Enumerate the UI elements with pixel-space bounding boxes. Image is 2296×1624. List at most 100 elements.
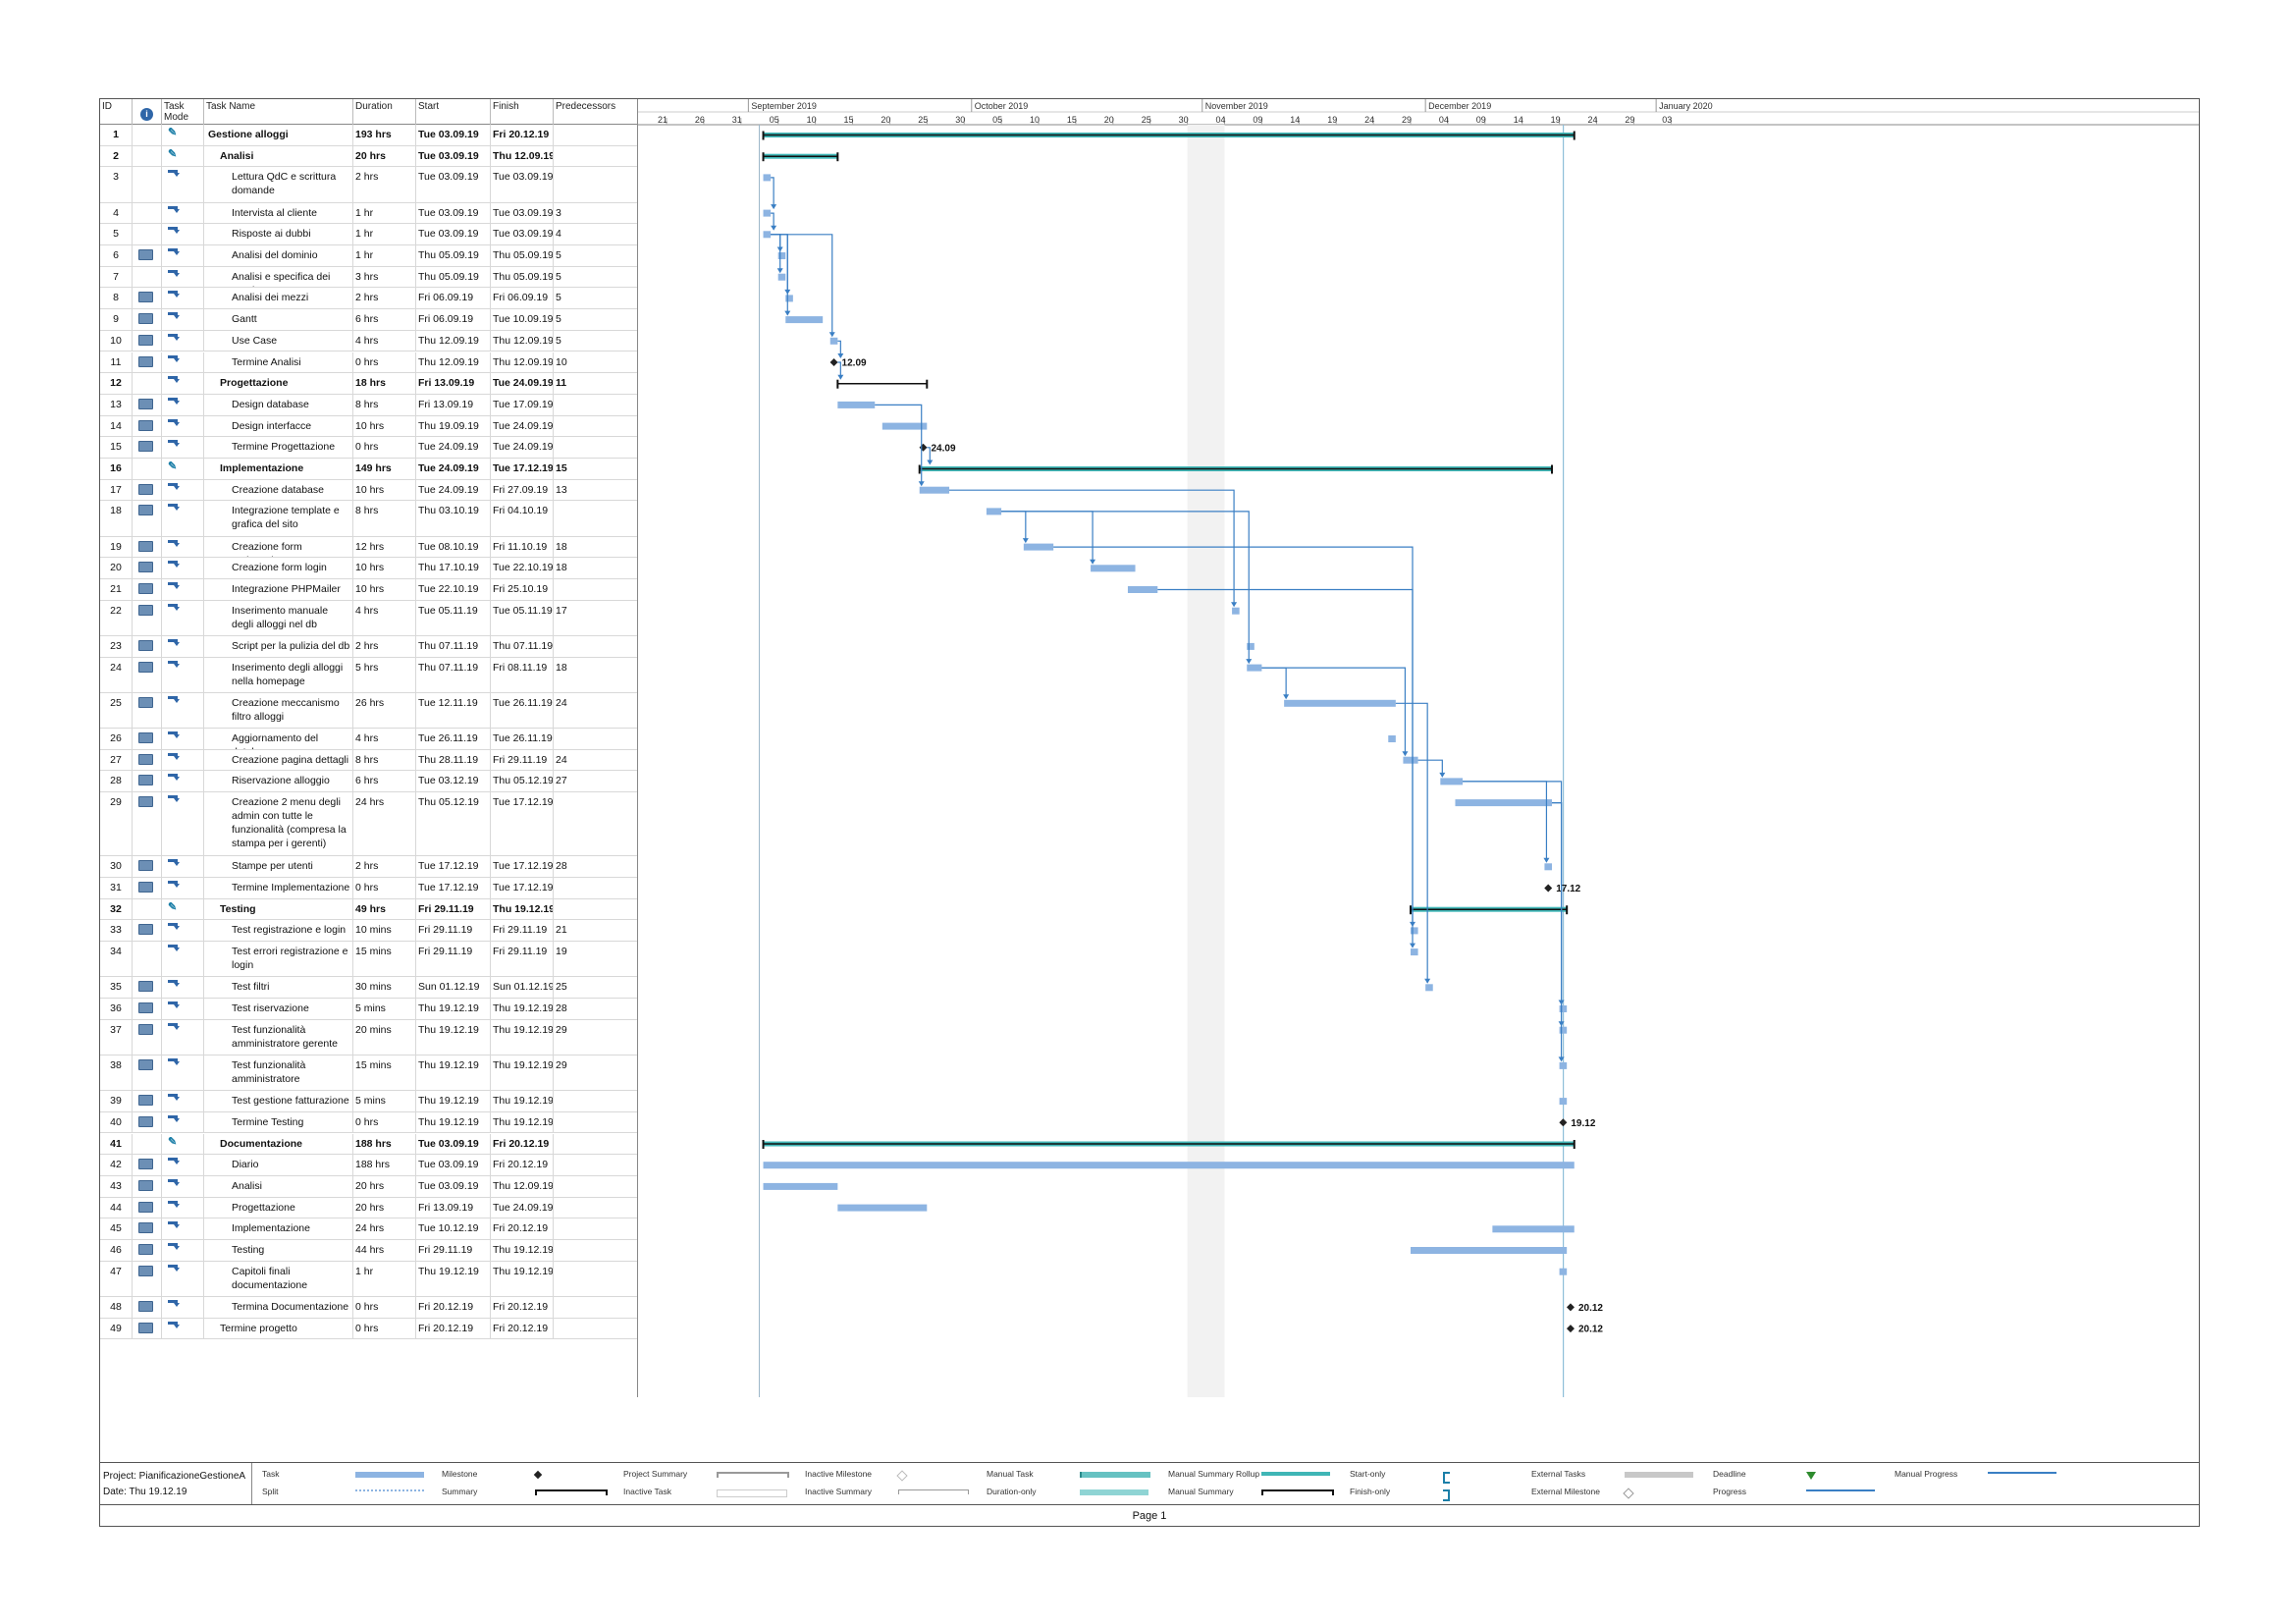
- task-predecessors-cell[interactable]: 5: [556, 292, 561, 304]
- task-predecessors-cell[interactable]: 15: [556, 462, 567, 474]
- column-header-task-name[interactable]: Task Name: [204, 99, 353, 125]
- task-duration-cell[interactable]: 49 hrs: [353, 898, 416, 920]
- task-duration-cell[interactable]: 15 mins: [353, 942, 416, 977]
- task-start-cell[interactable]: Thu 19.12.19: [416, 999, 491, 1019]
- column-header-start[interactable]: Start: [416, 99, 491, 125]
- task-predecessors-cell[interactable]: 28: [556, 1002, 567, 1014]
- task-start-cell[interactable]: Thu 19.12.19: [416, 1111, 491, 1133]
- task-name-cell[interactable]: Termine Testing: [204, 1111, 353, 1133]
- task-name-cell[interactable]: Riservazione alloggio: [204, 771, 353, 792]
- task-name-cell[interactable]: Test registrazione e login: [204, 920, 353, 942]
- task-mode-cell[interactable]: [162, 167, 204, 202]
- task-start-cell[interactable]: Tue 26.11.19: [416, 729, 491, 749]
- task-name-cell[interactable]: Analisi del dominio: [204, 245, 353, 266]
- task-duration-cell[interactable]: 0 hrs: [353, 352, 416, 373]
- task-finish-cell[interactable]: Thu 19.12.19: [491, 1261, 554, 1296]
- task-mode-cell[interactable]: ✎: [162, 1133, 204, 1155]
- task-finish-cell[interactable]: Tue 26.11.19: [491, 692, 554, 728]
- task-predecessors-cell[interactable]: 24: [556, 753, 567, 766]
- task-mode-cell[interactable]: [162, 579, 204, 600]
- task-name-cell[interactable]: Analisi e specifica dei requi: [204, 266, 353, 288]
- task-start-cell[interactable]: Thu 19.12.19: [416, 1261, 491, 1296]
- task-finish-cell[interactable]: Tue 24.09.19: [491, 437, 554, 458]
- column-header-finish[interactable]: Finish: [491, 99, 554, 125]
- task-duration-cell[interactable]: 20 hrs: [353, 1175, 416, 1197]
- task-start-cell[interactable]: Fri 29.11.19: [416, 1240, 491, 1261]
- task-predecessors-cell[interactable]: 5: [556, 313, 561, 326]
- task-name-cell[interactable]: Gestione alloggi: [204, 125, 353, 145]
- task-name-cell[interactable]: Creazione 2 menu degli admin con tutte l…: [204, 792, 353, 856]
- task-duration-cell[interactable]: 8 hrs: [353, 749, 416, 771]
- task-start-cell[interactable]: Fri 13.09.19: [416, 1197, 491, 1218]
- task-mode-cell[interactable]: [162, 771, 204, 792]
- task-finish-cell[interactable]: Fri 20.12.19: [491, 125, 554, 145]
- task-start-cell[interactable]: Fri 20.12.19: [416, 1318, 491, 1339]
- task-mode-cell[interactable]: ✎: [162, 459, 204, 479]
- task-finish-cell[interactable]: Thu 19.12.19: [491, 1019, 554, 1055]
- task-predecessors-cell[interactable]: 21: [556, 924, 567, 937]
- task-finish-cell[interactable]: Tue 03.09.19: [491, 224, 554, 244]
- task-duration-cell[interactable]: 20 hrs: [353, 1197, 416, 1218]
- task-start-cell[interactable]: Fri 06.09.19: [416, 288, 491, 309]
- task-name-cell[interactable]: Analisi: [204, 145, 353, 167]
- task-duration-cell[interactable]: 1 hr: [353, 245, 416, 266]
- task-predecessors-cell[interactable]: [554, 1112, 637, 1133]
- task-mode-cell[interactable]: [162, 479, 204, 501]
- task-mode-cell[interactable]: [162, 1261, 204, 1296]
- task-duration-cell[interactable]: 24 hrs: [353, 792, 416, 856]
- task-name-cell[interactable]: Capitoli finali documentazione: [204, 1261, 353, 1296]
- task-finish-cell[interactable]: Tue 24.09.19: [491, 415, 554, 437]
- task-finish-cell[interactable]: Thu 19.12.19: [491, 1111, 554, 1133]
- task-name-cell[interactable]: Testing: [204, 1240, 353, 1261]
- task-start-cell[interactable]: Tue 05.11.19: [416, 600, 491, 635]
- task-name-cell[interactable]: Analisi: [204, 1175, 353, 1197]
- task-predecessors-cell[interactable]: 17: [556, 604, 567, 617]
- task-duration-cell[interactable]: 2 hrs: [353, 288, 416, 309]
- task-predecessors-cell[interactable]: 4: [556, 228, 561, 241]
- task-name-cell[interactable]: Termine Analisi: [204, 352, 353, 373]
- task-start-cell[interactable]: Thu 05.09.19: [416, 245, 491, 266]
- task-name-cell[interactable]: Implementazione: [204, 459, 353, 479]
- task-name-cell[interactable]: Testing: [204, 898, 353, 920]
- task-mode-cell[interactable]: [162, 657, 204, 692]
- task-finish-cell[interactable]: Thu 07.11.19: [491, 635, 554, 657]
- task-finish-cell[interactable]: Thu 12.09.19: [491, 1175, 554, 1197]
- task-name-cell[interactable]: Lettura QdC e scrittura domande: [204, 167, 353, 202]
- task-finish-cell[interactable]: Fri 04.10.19: [491, 501, 554, 536]
- task-finish-cell[interactable]: Tue 17.12.19: [491, 878, 554, 898]
- task-duration-cell[interactable]: 188 hrs: [353, 1155, 416, 1175]
- task-mode-cell[interactable]: [162, 224, 204, 244]
- task-name-cell[interactable]: Implementazione: [204, 1218, 353, 1239]
- task-duration-cell[interactable]: 8 hrs: [353, 394, 416, 415]
- task-finish-cell[interactable]: Fri 25.10.19: [491, 579, 554, 600]
- task-start-cell[interactable]: Tue 17.12.19: [416, 878, 491, 898]
- task-finish-cell[interactable]: Thu 12.09.19: [491, 145, 554, 167]
- task-start-cell[interactable]: Tue 17.12.19: [416, 856, 491, 877]
- task-start-cell[interactable]: Tue 03.09.19: [416, 202, 491, 224]
- task-start-cell[interactable]: Tue 03.09.19: [416, 1155, 491, 1175]
- task-finish-cell[interactable]: Fri 29.11.19: [491, 749, 554, 771]
- task-finish-cell[interactable]: Thu 05.09.19: [491, 266, 554, 288]
- task-mode-cell[interactable]: [162, 266, 204, 288]
- task-mode-cell[interactable]: [162, 1091, 204, 1111]
- task-mode-cell[interactable]: [162, 729, 204, 749]
- task-name-cell[interactable]: Test funzionalità amministratore: [204, 1055, 353, 1091]
- task-name-cell[interactable]: Progettazione: [204, 373, 353, 394]
- task-name-cell[interactable]: Aggiornamento del databa: [204, 729, 353, 749]
- task-predecessors-cell[interactable]: [554, 1134, 637, 1155]
- task-predecessors-cell[interactable]: 18: [556, 661, 567, 674]
- task-duration-cell[interactable]: 6 hrs: [353, 771, 416, 792]
